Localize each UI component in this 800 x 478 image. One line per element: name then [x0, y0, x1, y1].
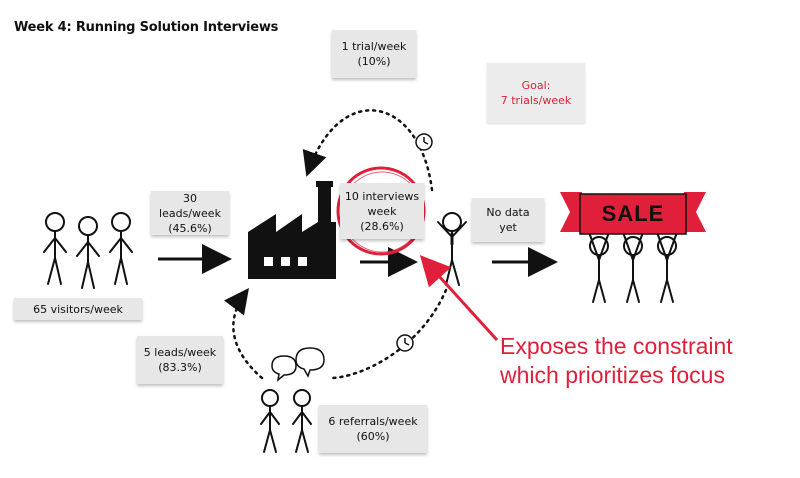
referrals-line2: (60%) — [356, 430, 390, 443]
sale-carriers-icon — [589, 234, 677, 303]
interviews-line1: 10 interviews — [344, 189, 420, 203]
visitors-label: 65 visitors/week — [33, 302, 123, 316]
callout-text: Exposes the constraint which prioritizes… — [500, 332, 733, 390]
factory-icon — [248, 181, 336, 279]
sale-banner-icon — [560, 192, 706, 235]
leads-visitors-line1: 30 leads/week — [159, 191, 221, 220]
clock-icon — [396, 334, 414, 352]
interviews-line3: (28.6%) — [360, 219, 404, 233]
goal-box: Goal: 7 trials/week — [487, 63, 585, 123]
dotted-loop-referral-leads — [224, 287, 264, 380]
trial-line2: (10%) — [357, 55, 391, 68]
no-data-line1: No data — [486, 206, 530, 219]
highlight-circle — [336, 166, 426, 256]
trial-line1: 1 trial/week — [341, 40, 407, 53]
sale-label: SALE — [601, 201, 665, 226]
leads-referral-line2: (83.3%) — [158, 361, 202, 374]
no-data-box: No data yet — [472, 198, 544, 242]
callout-arrow — [419, 255, 499, 342]
dotted-loop-trial — [302, 109, 434, 192]
referrals-line1: 6 referrals/week — [328, 415, 418, 428]
page-title: Week 4: Running Solution Interviews — [14, 20, 279, 35]
dotted-loop-referral — [328, 288, 448, 380]
leads-visitors-line2: (45.6%) — [168, 221, 212, 235]
no-data-line2: yet — [499, 221, 517, 234]
referral-figures-icon — [260, 389, 312, 453]
trial-box: 1 trial/week (10%) — [332, 30, 416, 78]
goal-line1: Goal: — [521, 79, 551, 92]
callout-line1: Exposes the constraint — [500, 333, 733, 359]
leads-visitors-box: 30 leads/week (45.6%) — [151, 191, 229, 235]
interviews-line2: week — [367, 204, 397, 218]
interviews-box: 10 interviews week (28.6%) — [340, 183, 424, 239]
visitors-figures-icon — [43, 212, 133, 289]
visitors-box: 65 visitors/week — [14, 298, 142, 320]
clock-icon — [415, 133, 433, 151]
interview-person-icon — [437, 212, 467, 286]
callout-line2: which prioritizes focus — [500, 362, 725, 388]
leads-referral-box: 5 leads/week (83.3%) — [137, 336, 223, 384]
speech-bubbles-icon — [271, 347, 325, 382]
goal-line2: 7 trials/week — [500, 94, 572, 107]
referrals-box: 6 referrals/week (60%) — [319, 405, 427, 453]
leads-referral-line1: 5 leads/week — [143, 346, 217, 359]
